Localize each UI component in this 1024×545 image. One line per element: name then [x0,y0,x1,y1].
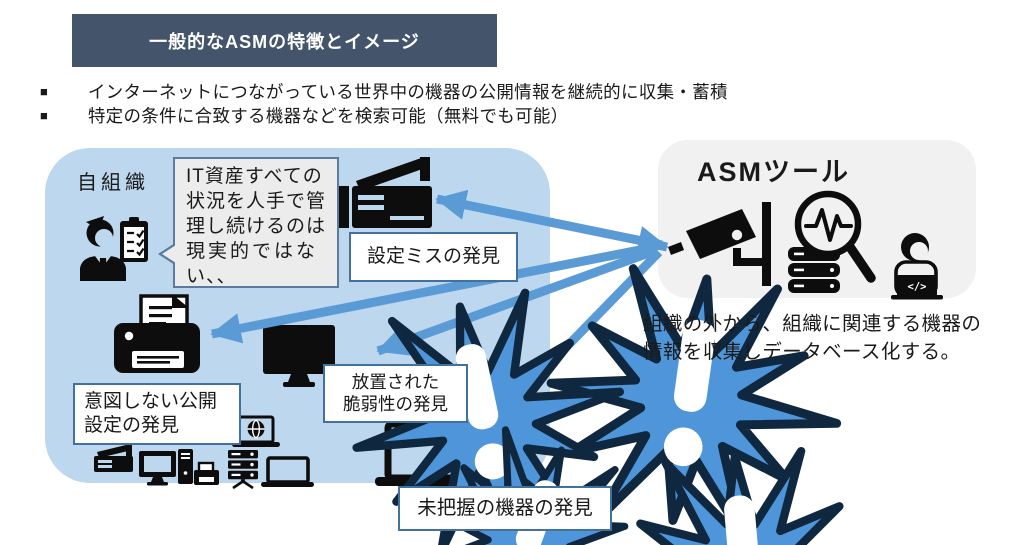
person-with-clipboard-icon [80,216,148,281]
bubble-line: IT資産すべての [186,166,323,187]
label-unintended-exposure: 意図しない公開 設定の発見 [73,383,241,445]
label-text: 意図しない公開 [84,391,218,413]
bullet-item: ■ インターネットにつながっている世界中の機器の公開情報を継続的に収集・蓄積 [40,81,728,103]
label-text: 未把握の機器の発見 [417,497,593,520]
label-text: 放置された [351,371,440,392]
server-rack-icon [228,450,258,490]
bubble-line: 状況を人手で管 [186,191,327,212]
small-mfp-icon [94,444,133,472]
bubble-line: 理し続けるのは [186,216,327,237]
title-banner: 一般的なASMの特徴とイメージ [72,14,497,67]
label-unknown-device: 未把握の機器の発見 [398,486,612,531]
printer-icon [114,294,200,373]
asm-description-line: 情報を収集しデータベース化する。 [643,341,961,363]
label-text: 脆弱性の発見 [343,393,448,414]
label-config-mistake: 設定ミスの発見 [349,232,518,282]
code-glyph: </> [908,281,927,293]
page-title: 一般的なASMの特徴とイメージ [149,31,420,52]
database-search-pulse-icon [788,190,876,293]
copier-icon [337,157,432,228]
asm-tool-title: ASMツール [697,157,850,187]
bullet-marker: ■ [40,84,48,99]
arrow-to-printer [210,242,656,344]
asm-description: 組織の外から、組織に関連する機器の 情報を収集しデータベース化する。 [643,310,981,366]
label-text: 設定ミスの発見 [366,246,500,268]
monitor-icon [263,325,335,387]
arrow-to-copier [435,189,663,250]
label-neglected-vulnerability: 放置された 脆弱性の発見 [323,364,468,423]
surveillance-camera-icon [668,202,771,286]
asm-description-line: 組織の外から、組織に関連する機器の [643,313,982,335]
speech-bubble: IT資産すべての 状況を人手で管 理し続けるのは 現実的ではな い、、 [158,157,339,288]
small-laptop-icon [261,456,314,487]
analyst-at-laptop-icon: </> [891,233,943,300]
bullet-marker: ■ [40,108,48,123]
label-text: 設定の発見 [84,415,180,436]
own-organization-label: 自組織 [77,172,149,194]
small-printer-icon [194,461,219,485]
bullet-text: インターネットにつながっている世界中の機器の公開情報を継続的に収集・蓄積 [87,82,728,102]
bubble-line: い、、 [186,266,237,287]
bullet-text: 特定の条件に合致する機器などを検索可能（無料でも可能） [87,106,569,126]
bullet-item: ■ 特定の条件に合致する機器などを検索可能（無料でも可能） [40,105,568,127]
bubble-line: 現実的ではな [186,241,319,262]
desktop-pc-icon [139,449,193,486]
